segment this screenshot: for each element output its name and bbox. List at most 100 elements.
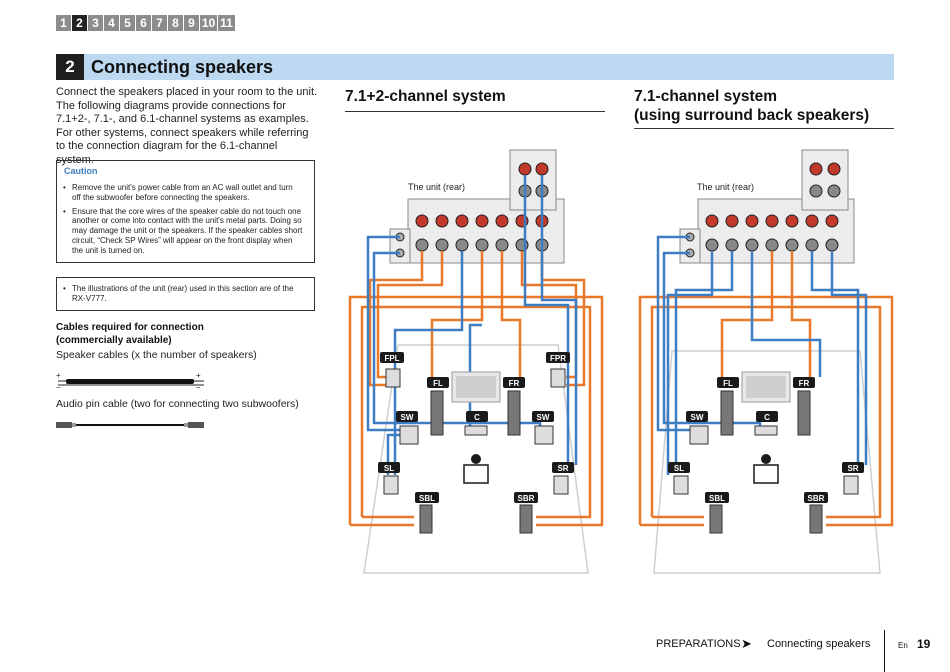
speaker-label: SW [401, 413, 414, 422]
step-tab[interactable]: 4 [104, 15, 119, 31]
footer-section-label: PREPARATIONS [656, 638, 741, 650]
speaker-fpl: FPL [380, 352, 404, 388]
diagram-right-connection: FL FR SW C SL SR SBL SBR [638, 149, 894, 574]
svg-text:+: + [196, 371, 201, 380]
speaker-terminals [705, 214, 839, 252]
step-tab[interactable]: 5 [120, 15, 135, 31]
surround-speaker-wires [656, 235, 868, 475]
speaker-sbr: SBR [514, 492, 538, 534]
speaker-label: SW [691, 413, 704, 422]
audio-cable-label: Audio pin cable (two for connecting two … [56, 398, 299, 410]
step-tab[interactable]: 1 [56, 15, 71, 31]
diagram-right-title-line2: (using surround back speakers) [634, 107, 870, 124]
speaker-cable-illustration: + − + − [56, 371, 204, 392]
svg-text:+: + [56, 371, 61, 380]
diagram-right-title: 7.1-channel system (using surround back … [634, 87, 869, 125]
tv-screen [456, 376, 496, 398]
speaker-cable-label: Speaker cables (x the number of speakers… [56, 349, 257, 361]
svg-text:−: − [56, 383, 61, 392]
audio-pin-cable-illustration [56, 422, 204, 428]
speaker-label: FPL [384, 354, 399, 363]
speaker-terminals [415, 214, 549, 252]
speaker-sbr: SBR [804, 492, 828, 534]
speaker-sw: SW [686, 411, 709, 445]
speaker-label: SBL [419, 494, 435, 503]
speaker-fl: FL [427, 377, 449, 436]
caution-item: Ensure that the core wires of the speake… [63, 207, 303, 256]
arrow-icon: ➤ [741, 636, 752, 651]
step-tab[interactable]: 7 [152, 15, 167, 31]
diagram-left-unit-label: The unit (rear) [408, 182, 466, 192]
step-navigation: 1 2 3 4 5 6 7 8 9 10 11 [56, 15, 235, 31]
footer-language: En [898, 641, 908, 650]
room-outline [363, 344, 589, 574]
speaker-sw-right: SW [532, 411, 554, 445]
speaker-fr: FR [503, 377, 525, 436]
speaker-sr: SR [842, 462, 864, 495]
front-speaker-wires [638, 251, 894, 527]
diagram-left-connection: FPL FPR FL FR SW C SW SL [348, 149, 604, 574]
speaker-label: FL [433, 379, 443, 388]
note-list: The illustrations of the unit (rear) use… [63, 284, 303, 308]
speaker-label: SR [557, 464, 568, 473]
speaker-sr: SR [552, 462, 574, 495]
speaker-label: C [764, 413, 770, 422]
speaker-sl: SL [668, 462, 690, 495]
cables-heading: Cables required for connection (commerci… [56, 322, 316, 347]
speaker-sw-left: SW [396, 411, 419, 445]
speaker-label: FR [799, 379, 810, 388]
speaker-fr: FR [793, 377, 815, 436]
section-title: Connecting speakers [91, 57, 274, 77]
note-item: The illustrations of the unit (rear) use… [63, 284, 303, 304]
step-tab[interactable]: 10 [200, 15, 217, 31]
step-tab[interactable]: 8 [168, 15, 183, 31]
speaker-sbl: SBL [705, 492, 729, 534]
step-tab[interactable]: 11 [218, 15, 235, 31]
note-box: The illustrations of the unit (rear) use… [56, 277, 315, 311]
speaker-label: SBR [808, 494, 825, 503]
speaker-label: SBL [709, 494, 725, 503]
caution-box: Caution Remove the unit's power cable fr… [56, 160, 315, 263]
footer-page-title: Connecting speakers [767, 638, 871, 650]
speaker-sl: SL [378, 462, 400, 495]
page-number: 19 [917, 637, 931, 651]
diagram-left-title: 7.1+2-channel system [345, 88, 506, 105]
footer-divider [884, 630, 885, 672]
speaker-label: FR [509, 379, 520, 388]
svg-text:−: − [196, 383, 201, 392]
step-tab[interactable]: 6 [136, 15, 151, 31]
speaker-label: SBR [518, 494, 535, 503]
speaker-label: SL [674, 464, 684, 473]
speaker-fl: FL [717, 377, 739, 436]
speaker-fpr: FPR [546, 352, 570, 388]
speaker-sbl: SBL [415, 492, 439, 534]
step-tab[interactable]: 3 [88, 15, 103, 31]
section-number: 2 [56, 54, 84, 80]
speaker-label: SW [537, 413, 550, 422]
listener-icon [463, 454, 489, 484]
speaker-c: C [754, 411, 778, 436]
diagram-right-rule [634, 128, 894, 129]
listener-icon [753, 454, 779, 484]
step-tab-active[interactable]: 2 [72, 15, 87, 31]
speaker-label: FL [723, 379, 733, 388]
cables-heading-line2: (commercially available) [56, 334, 172, 346]
cables-heading-line1: Cables required for connection [56, 322, 204, 333]
unit-rear-panel [679, 149, 855, 264]
caution-list: Remove the unit's power cable from an AC… [63, 183, 303, 260]
speaker-label: FPR [550, 354, 566, 363]
room-outline [653, 350, 881, 574]
tv-screen [746, 376, 786, 398]
caution-title: Caution [64, 166, 98, 176]
speaker-label: SR [847, 464, 858, 473]
speaker-label: C [474, 413, 480, 422]
diagram-right-unit-label: The unit (rear) [697, 182, 755, 192]
diagram-right-title-line1: 7.1-channel system [634, 88, 778, 105]
intro-paragraph: Connect the speakers placed in your room… [56, 86, 318, 166]
section-header: 2 Connecting speakers [56, 54, 894, 80]
caution-item: Remove the unit's power cable from an AC… [63, 183, 303, 203]
speaker-c: C [464, 411, 488, 436]
step-tab[interactable]: 9 [184, 15, 199, 31]
diagram-left-rule [345, 111, 605, 112]
unit-rear-panel [389, 149, 565, 264]
